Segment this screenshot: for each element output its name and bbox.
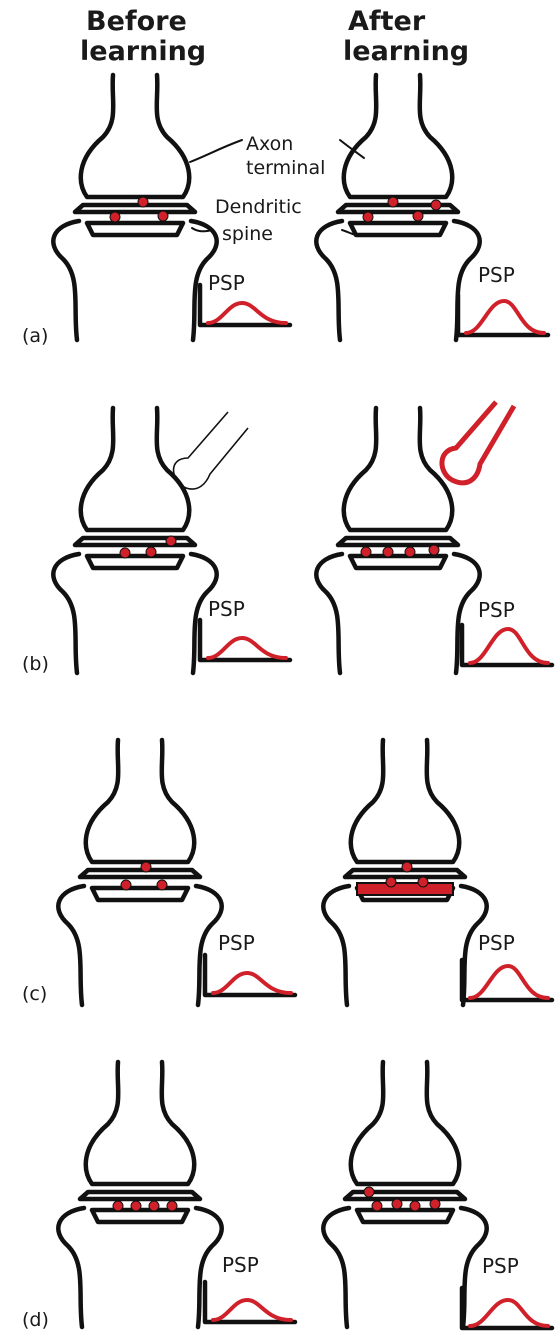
row-a: Axon terminal Dendritic spine (a) PSP PS…: [22, 75, 548, 347]
psp-label-a-after: PSP: [478, 263, 515, 287]
header-before-line2: learning: [80, 36, 206, 67]
panel-label-d: (d): [22, 1309, 49, 1331]
psp-plot-d-before: [205, 1282, 295, 1322]
modulatory-axon-b-after: [442, 402, 514, 483]
psp-plot-d-after: [462, 1288, 552, 1328]
psp-plot-b-after: [462, 625, 552, 665]
label-dendritic-spine-1: Dendritic: [215, 196, 302, 218]
psp-label-d-before: PSP: [222, 1253, 259, 1277]
panel-label-a: (a): [22, 325, 48, 347]
panel-label-b: (b): [22, 653, 49, 675]
psp-plot-c-before: [205, 955, 295, 995]
synapse-b-before: [53, 408, 216, 673]
header-after-line1: After: [348, 6, 426, 37]
psp-label-c-before: PSP: [218, 931, 255, 955]
synapse-a-before: [53, 75, 216, 340]
label-axon-terminal-2: terminal: [246, 157, 325, 179]
modulatory-axon-b-before: [174, 412, 249, 489]
psp-label-c-after: PSP: [478, 931, 515, 955]
psp-plot-b-before: [200, 620, 290, 660]
row-d: (d) PSP PSP: [22, 1062, 552, 1331]
psp-label-b-after: PSP: [478, 598, 515, 622]
label-axon-terminal-1: Axon: [246, 133, 293, 155]
psp-plot-a-after: [458, 295, 548, 335]
header-before-line1: Before: [86, 6, 187, 37]
row-c: (c) PSP PSP: [22, 740, 552, 1005]
psp-plot-c-after: [462, 960, 552, 1000]
psp-label-d-after: PSP: [482, 1254, 519, 1278]
label-dendritic-spine-2: spine: [222, 223, 273, 245]
synapse-d-before: [58, 1062, 221, 1327]
synapse-a-after: [316, 75, 479, 340]
row-b: (b) PSP PSP: [22, 402, 552, 675]
panel-label-c: (c): [22, 983, 47, 1005]
header-after-line2: learning: [343, 36, 469, 67]
psp-label-b-before: PSP: [208, 597, 245, 621]
psp-label-a-before: PSP: [208, 271, 245, 295]
synapse-c-before: [58, 740, 221, 1005]
